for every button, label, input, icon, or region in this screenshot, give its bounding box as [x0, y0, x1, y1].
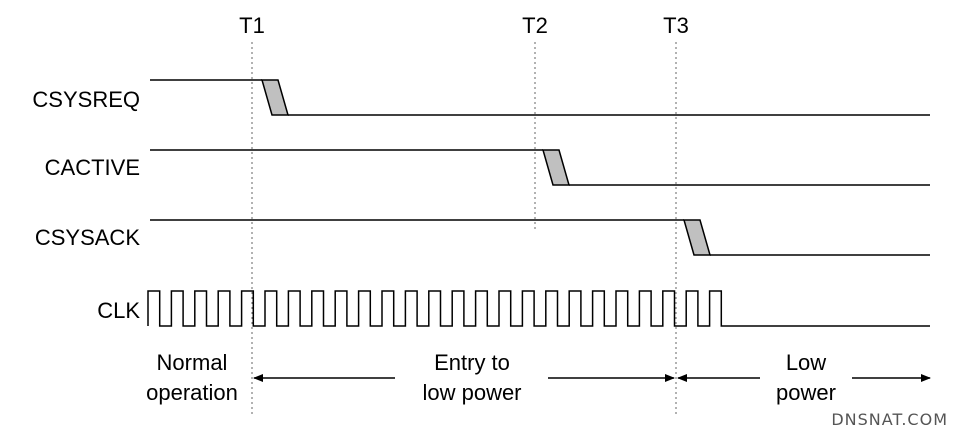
watermark: DNSNAT.COM — [831, 410, 948, 429]
phase-low-line1: Low — [786, 350, 826, 375]
phase-entry-line1: Entry to — [434, 350, 510, 375]
phase-low-line2: power — [776, 380, 836, 405]
transition-csysreq — [261, 79, 289, 116]
waveform-csysreq — [150, 79, 930, 116]
transition-cactive — [542, 149, 570, 186]
transition-csysack — [683, 219, 711, 256]
time-marker-t3: T3 — [663, 13, 689, 38]
phase-entry-line2: low power — [422, 380, 521, 405]
signal-label-clk: CLK — [97, 298, 140, 323]
time-marker-t1: T1 — [239, 13, 265, 38]
phase-normal-line1: Normal — [157, 350, 228, 375]
signal-label-csysack: CSYSACK — [35, 225, 140, 250]
waveform-csysack — [150, 219, 930, 256]
waveform-cactive — [150, 149, 930, 186]
waveform-clk — [147, 290, 930, 327]
signal-label-cactive: CACTIVE — [45, 155, 140, 180]
time-marker-t2: T2 — [522, 13, 548, 38]
phase-normal-line2: operation — [146, 380, 238, 405]
signal-label-csysreq: CSYSREQ — [32, 87, 140, 112]
